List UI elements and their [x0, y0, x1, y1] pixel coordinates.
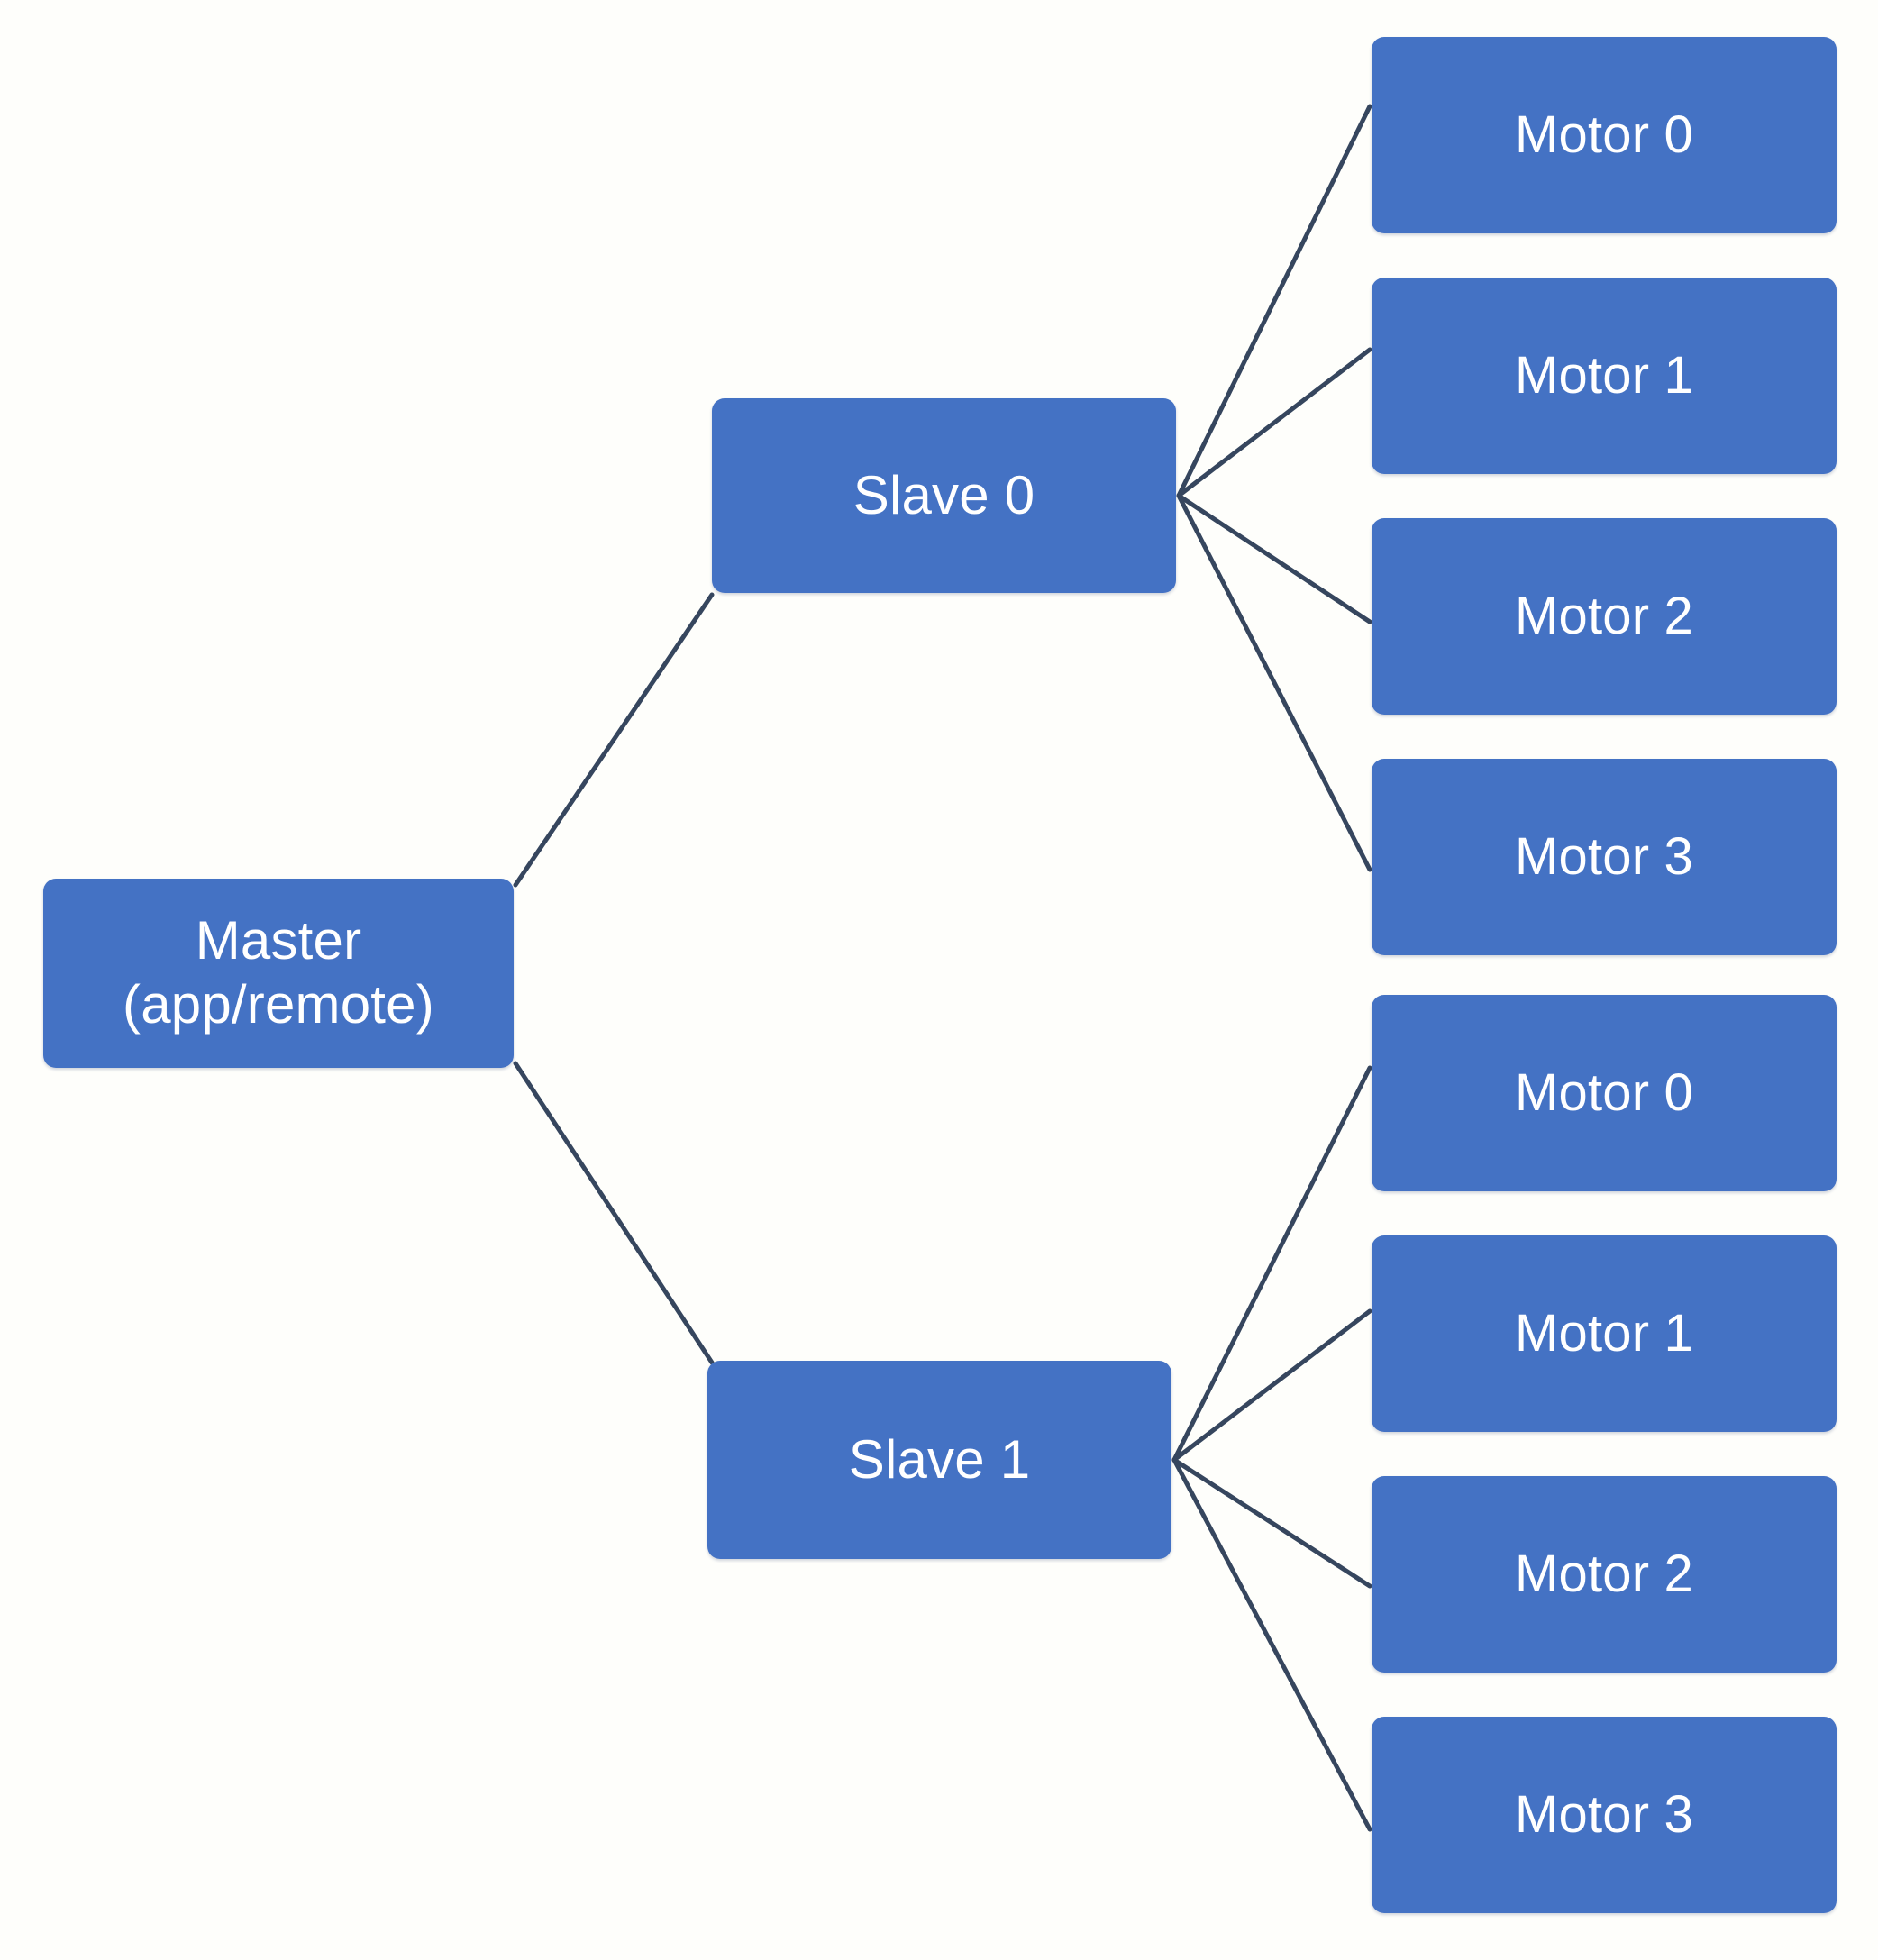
node-slave1-motor-2-label: Motor 2 [1514, 1544, 1694, 1603]
node-slave-0-label: Slave 0 [852, 464, 1035, 525]
node-slave1-motor-2[interactable]: Motor 2 [1372, 1476, 1837, 1673]
edge-slave0-motor0 [1176, 104, 1372, 498]
node-slave1-motor-1-label: Motor 1 [1514, 1303, 1694, 1363]
node-master-label: Master (app/remote) [123, 910, 434, 1035]
node-slave1-motor-0[interactable]: Motor 0 [1372, 995, 1837, 1191]
node-slave0-motor-3[interactable]: Motor 3 [1372, 759, 1837, 955]
node-slave0-motor-2[interactable]: Motor 2 [1372, 518, 1837, 715]
node-slave1-motor-3-label: Motor 3 [1514, 1784, 1694, 1844]
node-slave-1-label: Slave 1 [848, 1428, 1031, 1490]
edge-slave0-motor1 [1176, 347, 1372, 498]
node-slave-0[interactable]: Slave 0 [712, 398, 1176, 593]
node-slave1-motor-3[interactable]: Motor 3 [1372, 1717, 1837, 1913]
node-slave1-motor-0-label: Motor 0 [1514, 1062, 1694, 1122]
edge-master-slave1 [513, 1061, 715, 1365]
edge-slave0-motor2 [1176, 493, 1372, 624]
node-slave0-motor-1-label: Motor 1 [1514, 345, 1694, 405]
edge-slave1-motor3 [1171, 1457, 1372, 1832]
edge-master-slave0 [513, 592, 715, 888]
node-slave0-motor-0[interactable]: Motor 0 [1372, 37, 1837, 233]
node-slave0-motor-0-label: Motor 0 [1514, 105, 1694, 164]
node-slave1-motor-1[interactable]: Motor 1 [1372, 1235, 1837, 1432]
node-slave0-motor-2-label: Motor 2 [1514, 586, 1694, 645]
node-master[interactable]: Master (app/remote) [43, 879, 514, 1068]
node-slave-1[interactable]: Slave 1 [707, 1361, 1171, 1559]
node-slave0-motor-3-label: Motor 3 [1514, 826, 1694, 886]
edge-slave1-motor2 [1171, 1457, 1372, 1589]
edge-slave1-motor1 [1171, 1308, 1372, 1463]
edge-slave1-motor0 [1171, 1065, 1372, 1463]
node-slave0-motor-1[interactable]: Motor 1 [1372, 278, 1837, 474]
edge-slave0-motor3 [1176, 493, 1372, 872]
